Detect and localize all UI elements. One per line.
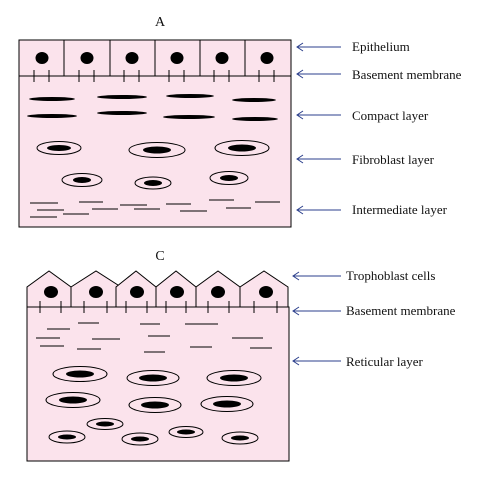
label-basement-membrane-c: Basement membrane [346, 303, 456, 318]
panel-a [18, 39, 292, 228]
label-trophoblast-cells: Trophoblast cells [346, 268, 435, 283]
label-epithelium: Epithelium [352, 39, 410, 54]
panel-a-letter: A [155, 15, 166, 30]
panel-a-compact-layer-cells [27, 94, 278, 121]
label-reticular-layer: Reticular layer [346, 354, 424, 369]
panel-c-cells [45, 366, 262, 446]
panel-c [26, 270, 290, 462]
panel-a-nuclei [35, 52, 274, 64]
panel-c-basement-membrane-ticks [39, 301, 278, 313]
label-basement-membrane-a: Basement membrane [352, 67, 462, 82]
panel-a-label-arrows [296, 42, 341, 215]
panel-c-trophoblast-cells [26, 270, 289, 308]
label-intermediate-layer: Intermediate layer [352, 202, 448, 217]
panel-a-intermediate-layer-fibers [30, 199, 280, 218]
panel-a-labels: Epithelium Basement membrane Compact lay… [296, 39, 462, 217]
panel-c-letter: C [155, 249, 164, 264]
panel-a-fibroblasts [36, 140, 270, 190]
panel-a-basement-membrane-ticks [33, 70, 275, 82]
label-fibroblast-layer: Fibroblast layer [352, 152, 435, 167]
panel-a-cell-dividers [63, 40, 246, 76]
panel-c-trophoblast-nuclei [44, 286, 273, 298]
panel-c-label-arrows [292, 271, 341, 366]
label-compact-layer: Compact layer [352, 108, 429, 123]
panel-c-reticular-fibers [36, 322, 272, 353]
panel-c-labels: Trophoblast cells Basement membrane Reti… [292, 268, 456, 369]
